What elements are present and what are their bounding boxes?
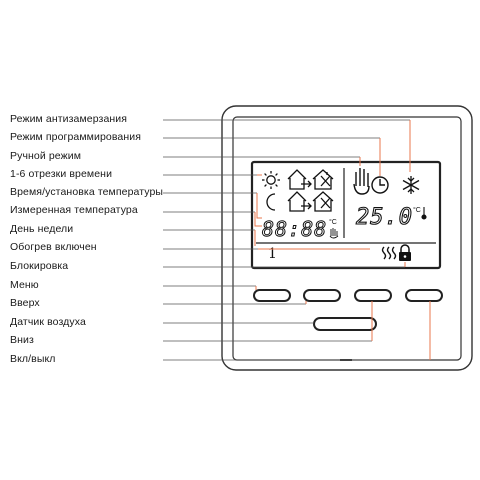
house-x-icon: [312, 169, 334, 190]
label-time-periods: 1-6 отрезки времени: [10, 168, 113, 180]
heating-waves-icon: [381, 246, 397, 260]
hand-icon: [353, 168, 370, 195]
leader-lines: [163, 119, 430, 361]
lcd-day-digit: 1: [268, 246, 277, 262]
lcd-temp-unit-small: °C: [329, 218, 337, 226]
label-time-temp-setting: Время/установка температуры: [10, 186, 164, 198]
label-menu: Меню: [10, 279, 39, 291]
thermometer-icon: [421, 207, 427, 220]
label-heating-on: Обогрев включен: [10, 241, 97, 253]
label-day-of-week: День недели: [10, 223, 74, 235]
sun-icon: [262, 171, 280, 189]
air-sensor-slot: [313, 317, 377, 331]
label-antifreeze-mode: Режим антизамерзания: [10, 113, 128, 125]
lcd-time-digits: 88:88: [262, 217, 327, 241]
label-manual-mode: Ручной режим: [10, 150, 82, 162]
label-on-off: Вкл/выкл: [10, 353, 56, 365]
house-arrow-icon: [287, 169, 312, 190]
down-button: [354, 289, 392, 302]
clock-icon: [371, 176, 389, 194]
label-air-sensor: Датчик воздуха: [10, 316, 86, 328]
moon-icon: [266, 193, 276, 211]
lcd-temp-unit: °C: [413, 206, 421, 214]
label-measured-temperature: Измеренная температура: [10, 204, 138, 216]
hand-small-icon: [329, 228, 339, 239]
lcd-temperature-digits: 25.0: [356, 205, 413, 230]
up-button: [303, 289, 341, 302]
label-down: Вниз: [10, 334, 34, 346]
snowflake-icon: [402, 176, 420, 194]
power-button: [405, 289, 443, 302]
label-up: Вверх: [10, 297, 40, 309]
lock-icon: [399, 244, 411, 261]
menu-button: [253, 289, 291, 302]
house-x-icon: [312, 191, 334, 212]
label-programming-mode: Режим программирования: [10, 131, 141, 143]
house-arrow-icon: [287, 191, 312, 212]
label-lock: Блокировка: [10, 260, 69, 272]
orange-connectors: [254, 120, 431, 360]
